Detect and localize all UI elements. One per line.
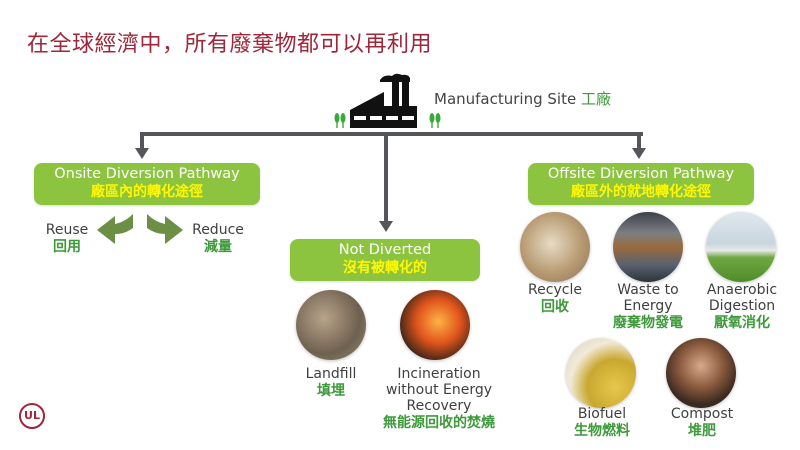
connector-right xyxy=(637,132,641,150)
anaerobic-digestion-label: Anaerobic Digestion 厭氧消化 xyxy=(700,282,784,332)
recycle-zh: 回收 xyxy=(541,299,569,315)
waste-energy-en-1: Waste to xyxy=(617,282,679,298)
arrowhead-offsite xyxy=(632,148,646,159)
anaerobic-en-2: Digestion xyxy=(708,298,776,314)
manufacturing-site-en: Manufacturing Site xyxy=(434,90,577,108)
reuse-zh: 回用 xyxy=(53,239,81,255)
reduce-label: Reduce 減量 xyxy=(188,222,248,256)
not-diverted-box: Not Diverted 沒有被轉化的 xyxy=(290,239,480,281)
not-diverted-en: Not Diverted xyxy=(338,242,432,258)
offsite-pathway-zh: 廠區外的就地轉化途徑 xyxy=(571,184,711,200)
onsite-pathway-box: Onsite Diversion Pathway 廠區內的轉化途徑 xyxy=(34,163,260,205)
offsite-pathway-en: Offsite Diversion Pathway xyxy=(547,166,735,182)
page-title: 在全球經濟中，所有廢棄物都可以再利用 xyxy=(27,32,433,57)
cardboard-photo xyxy=(520,212,590,282)
waste-energy-en-2: Energy xyxy=(623,298,673,314)
not-diverted-zh: 沒有被轉化的 xyxy=(343,260,427,276)
biofuel-zh: 生物燃料 xyxy=(574,423,630,439)
waste-to-energy-label: Waste to Energy 廢棄物發電 xyxy=(602,282,694,332)
anaerobic-en-1: Anaerobic xyxy=(706,282,778,298)
incineration-en-2: without Energy xyxy=(385,382,493,398)
landfill-label: Landfill 填埋 xyxy=(296,366,366,400)
compost-en: Compost xyxy=(670,406,734,422)
waste-energy-photo xyxy=(613,212,683,282)
recycle-label: Recycle 回收 xyxy=(515,282,595,316)
biofuel-en: Biofuel xyxy=(577,406,627,422)
anaerobic-zh: 厭氧消化 xyxy=(714,315,770,331)
onsite-pathway-zh: 廠區內的轉化途徑 xyxy=(91,184,203,200)
landfill-en: Landfill xyxy=(305,366,357,382)
onsite-pathway-en: Onsite Diversion Pathway xyxy=(54,166,240,182)
compost-label: Compost 堆肥 xyxy=(660,406,744,440)
factory-icon xyxy=(334,73,441,128)
incineration-zh: 無能源回收的焚燒 xyxy=(383,415,495,431)
manufacturing-site-zh: 工廠 xyxy=(580,90,611,108)
reduce-zh: 減量 xyxy=(204,239,232,255)
fire-photo xyxy=(400,290,470,360)
compost-photo xyxy=(666,338,736,408)
arrowhead-not-diverted xyxy=(379,221,393,232)
reduce-en: Reduce xyxy=(192,222,244,238)
arrow-right-curved-icon xyxy=(147,214,183,244)
landfill-photo xyxy=(296,290,366,360)
recycle-en: Recycle xyxy=(528,282,582,298)
arrow-left-curved-icon xyxy=(97,214,133,244)
manufacturing-site-label: Manufacturing Site 工廠 xyxy=(434,88,611,109)
connector-left xyxy=(140,132,144,150)
offsite-pathway-box: Offsite Diversion Pathway 廠區外的就地轉化途徑 xyxy=(528,163,754,205)
landfill-zh: 填埋 xyxy=(317,383,345,399)
connector-horizontal xyxy=(140,132,643,136)
incineration-label: Incineration without Energy Recovery 無能源… xyxy=(375,366,503,432)
biofuel-photo xyxy=(566,338,636,408)
compost-zh: 堆肥 xyxy=(688,423,716,439)
biofuel-label: Biofuel 生物燃料 xyxy=(560,406,644,440)
incineration-en-3: Recovery xyxy=(406,398,472,414)
digester-photo xyxy=(706,212,776,282)
connector-center xyxy=(384,132,388,222)
ul-logo: UL xyxy=(19,403,45,429)
reuse-en: Reuse xyxy=(45,222,89,238)
reuse-label: Reuse 回用 xyxy=(40,222,94,256)
arrowhead-onsite xyxy=(135,148,149,159)
waste-energy-zh: 廢棄物發電 xyxy=(613,315,683,331)
incineration-en-1: Incineration xyxy=(397,366,481,382)
